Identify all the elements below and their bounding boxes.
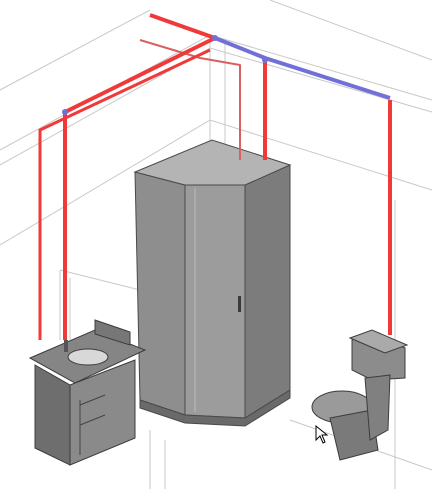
shower-door-handle[interactable] (238, 296, 241, 312)
toilet[interactable] (311, 329, 409, 461)
vanity-sink[interactable] (28, 319, 147, 466)
shower-top (133, 139, 292, 186)
shower-door-panel[interactable] (184, 184, 246, 419)
toilet-body (364, 374, 391, 441)
vanity-side (69, 359, 136, 466)
vanity-front (34, 364, 71, 466)
toilet-tank-lid (348, 329, 409, 354)
faucet (64, 340, 68, 352)
shower-enclosure[interactable] (133, 139, 292, 427)
cold-water-pipes[interactable] (62, 35, 391, 115)
toilet-pedestal (329, 409, 379, 461)
shower-left-panel (134, 171, 186, 416)
shower-base (139, 389, 291, 427)
mouse-pointer-icon (315, 425, 329, 444)
shower-right-panel (244, 164, 291, 419)
vanity-backsplash (94, 319, 131, 346)
sink-basin (67, 348, 109, 366)
